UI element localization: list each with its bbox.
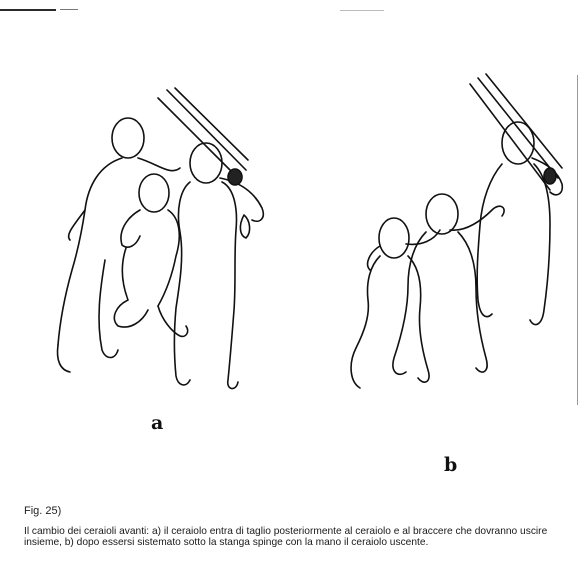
panel-b-figure-left <box>351 218 440 388</box>
scan-edge-mark <box>340 10 384 11</box>
figure-caption: Il cambio dei ceraioli avanti: a) il cer… <box>24 527 579 549</box>
panel-a-pole <box>158 88 248 180</box>
scan-edge-mark <box>60 9 78 10</box>
panel-a-figure-right <box>175 143 264 389</box>
panel-a-figure-left <box>58 118 181 372</box>
panel-b-figure-middle <box>393 194 504 374</box>
scan-edge-mark <box>0 9 56 11</box>
figure-drawing <box>30 60 575 480</box>
panel-a-figure-middle <box>114 174 187 336</box>
panel-label-b: b <box>444 454 457 476</box>
panel-label-a: a <box>151 412 163 434</box>
figure-reference: Fig. 25) <box>24 505 61 517</box>
figure-illustration <box>30 60 575 480</box>
page-edge-line <box>577 75 578 405</box>
